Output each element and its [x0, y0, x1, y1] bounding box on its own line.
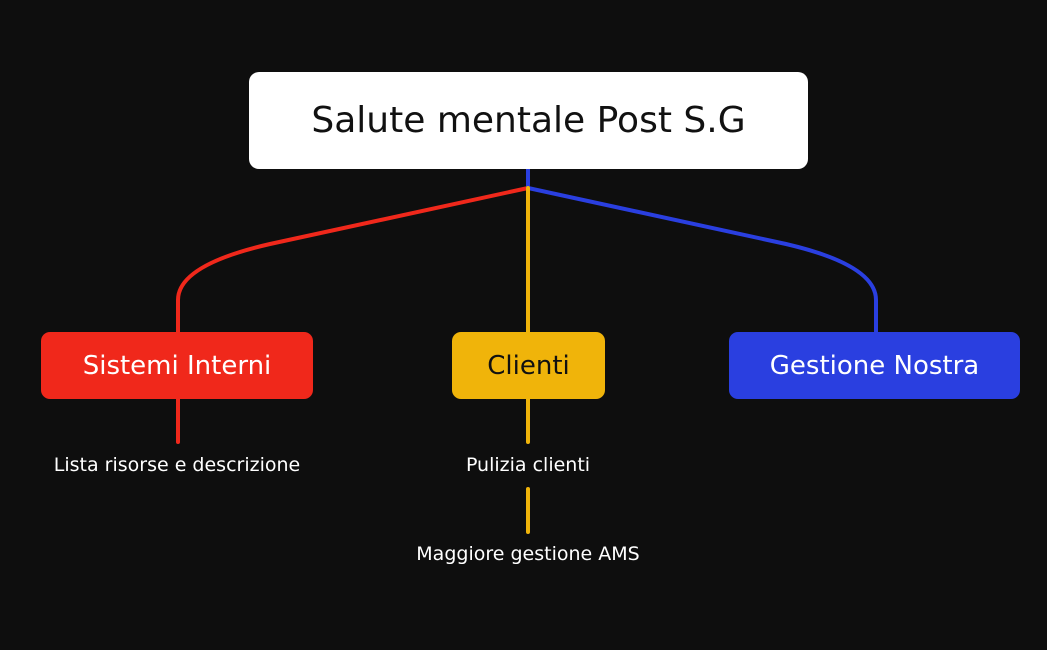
connector-root-to-gestione-nostra [526, 166, 878, 334]
branch-node-label: Clienti [487, 350, 570, 381]
branch-node-clienti[interactable]: Clienti [452, 332, 605, 399]
branch-node-label: Gestione Nostra [769, 350, 980, 381]
branch-node-sistemi-interni[interactable]: Sistemi Interni [41, 332, 313, 399]
leaf-node-pulizia-clienti[interactable]: Pulizia clienti [465, 454, 591, 476]
leaf-node-lista-risorse[interactable]: Lista risorse e descrizione [53, 454, 301, 476]
connector-root-to-sistemi-interni [176, 186, 530, 334]
leaf-node-maggiore-gestione[interactable]: Maggiore gestione AMS [416, 543, 640, 565]
root-node-label: Salute mentale Post S.G [311, 100, 746, 141]
branch-node-label: Sistemi Interni [82, 350, 272, 381]
root-node[interactable]: Salute mentale Post S.G [249, 72, 808, 169]
branch-node-gestione-nostra[interactable]: Gestione Nostra [729, 332, 1020, 399]
